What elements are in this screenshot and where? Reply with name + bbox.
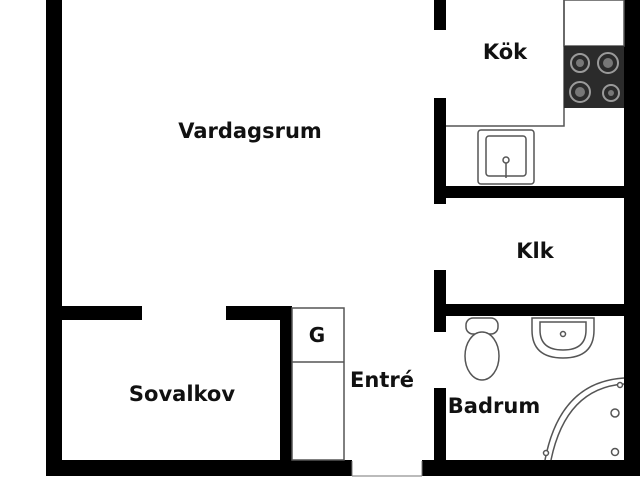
wall-outer-left <box>46 0 62 476</box>
wall-bottom-right <box>422 460 640 476</box>
room-label-entrance: Entré <box>350 368 414 392</box>
room-label-closet: Klk <box>516 239 554 263</box>
room-label-kitchen: Kök <box>483 40 528 64</box>
kitchen-sink-icon <box>477 129 535 185</box>
entrance-threshold <box>351 461 423 477</box>
wall-closet-bath <box>434 304 640 316</box>
washbasin-icon <box>531 317 595 359</box>
room-label-wardrobe: G <box>309 323 325 347</box>
room-label-bathroom: Badrum <box>448 394 540 418</box>
room-label-living-room: Vardagsrum <box>178 119 322 143</box>
wall-bottom-left <box>46 460 352 476</box>
wall-interior-closet <box>434 270 446 332</box>
wall-alcove-top-right <box>226 306 292 320</box>
wall-interior-top <box>434 0 446 30</box>
wall-kitchen-closet <box>434 186 640 198</box>
toilet-icon <box>464 317 500 381</box>
wall-alcove-entrance <box>280 306 292 476</box>
walls <box>46 0 640 476</box>
wall-interior-kitchen <box>434 98 446 204</box>
wardrobe <box>291 307 345 461</box>
stove-icon <box>564 46 624 108</box>
wall-outer-right <box>624 0 640 476</box>
shower-icon <box>542 377 625 461</box>
room-label-bedroom-alcove: Sovalkov <box>129 382 235 406</box>
wall-alcove-top-left <box>46 306 142 320</box>
wall-interior-bath <box>434 388 446 476</box>
